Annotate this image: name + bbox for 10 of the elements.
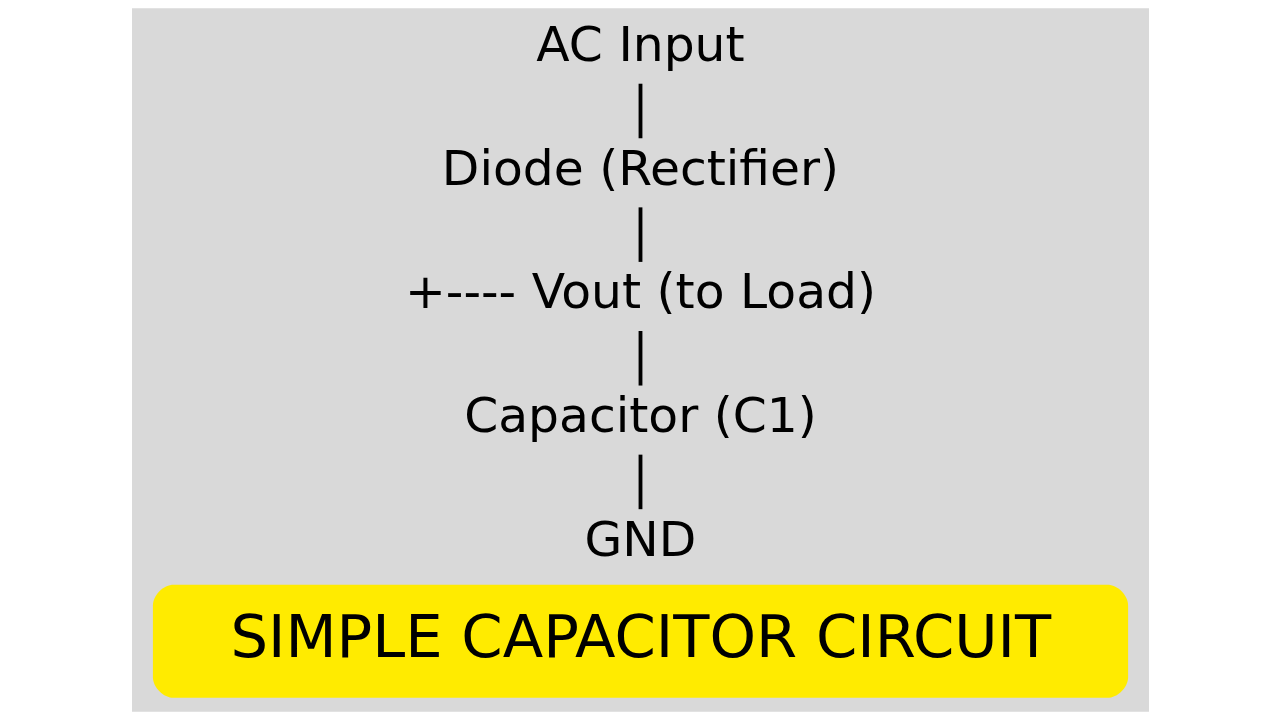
node-text: Capacitor (C1) [463, 387, 817, 444]
connector [638, 83, 642, 139]
connector [638, 454, 642, 510]
connector [638, 207, 642, 262]
node-text: Diode (Rectifier) [441, 139, 839, 196]
diagram-title: SIMPLE CAPACITOR CIRCUIT [229, 602, 1051, 672]
node-text: +---- Vout (to Load) [404, 263, 876, 320]
node-text: AC Input [535, 16, 745, 73]
connector [638, 331, 642, 386]
node-text: GND [584, 510, 696, 567]
